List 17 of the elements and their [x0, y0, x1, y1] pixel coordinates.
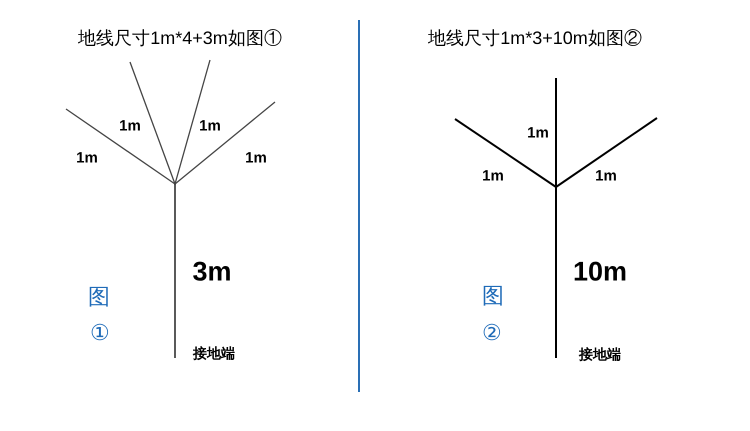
terminal-label: 接地端 — [193, 346, 235, 360]
length-label: 1m — [482, 168, 504, 184]
length-label: 1m — [245, 150, 267, 166]
heading-text: 地线尺寸1m*3+10m如图② — [428, 29, 642, 47]
terminal-label: 接地端 — [579, 347, 621, 361]
length-label: 1m — [76, 150, 98, 166]
figure-label: 图 — [482, 285, 504, 307]
length-label: 1m — [527, 126, 549, 140]
length-label: 1m — [199, 118, 221, 134]
figure-label: ① — [90, 322, 110, 344]
length-label: 1m — [595, 168, 617, 184]
length-label: 10m — [572, 258, 628, 286]
length-label: 3m — [192, 258, 232, 286]
figure-label: 图 — [88, 286, 110, 308]
figure-label: ② — [482, 322, 502, 344]
length-label: 1m — [119, 118, 141, 134]
heading-text: 地线尺寸1m*4+3m如图① — [78, 29, 282, 47]
